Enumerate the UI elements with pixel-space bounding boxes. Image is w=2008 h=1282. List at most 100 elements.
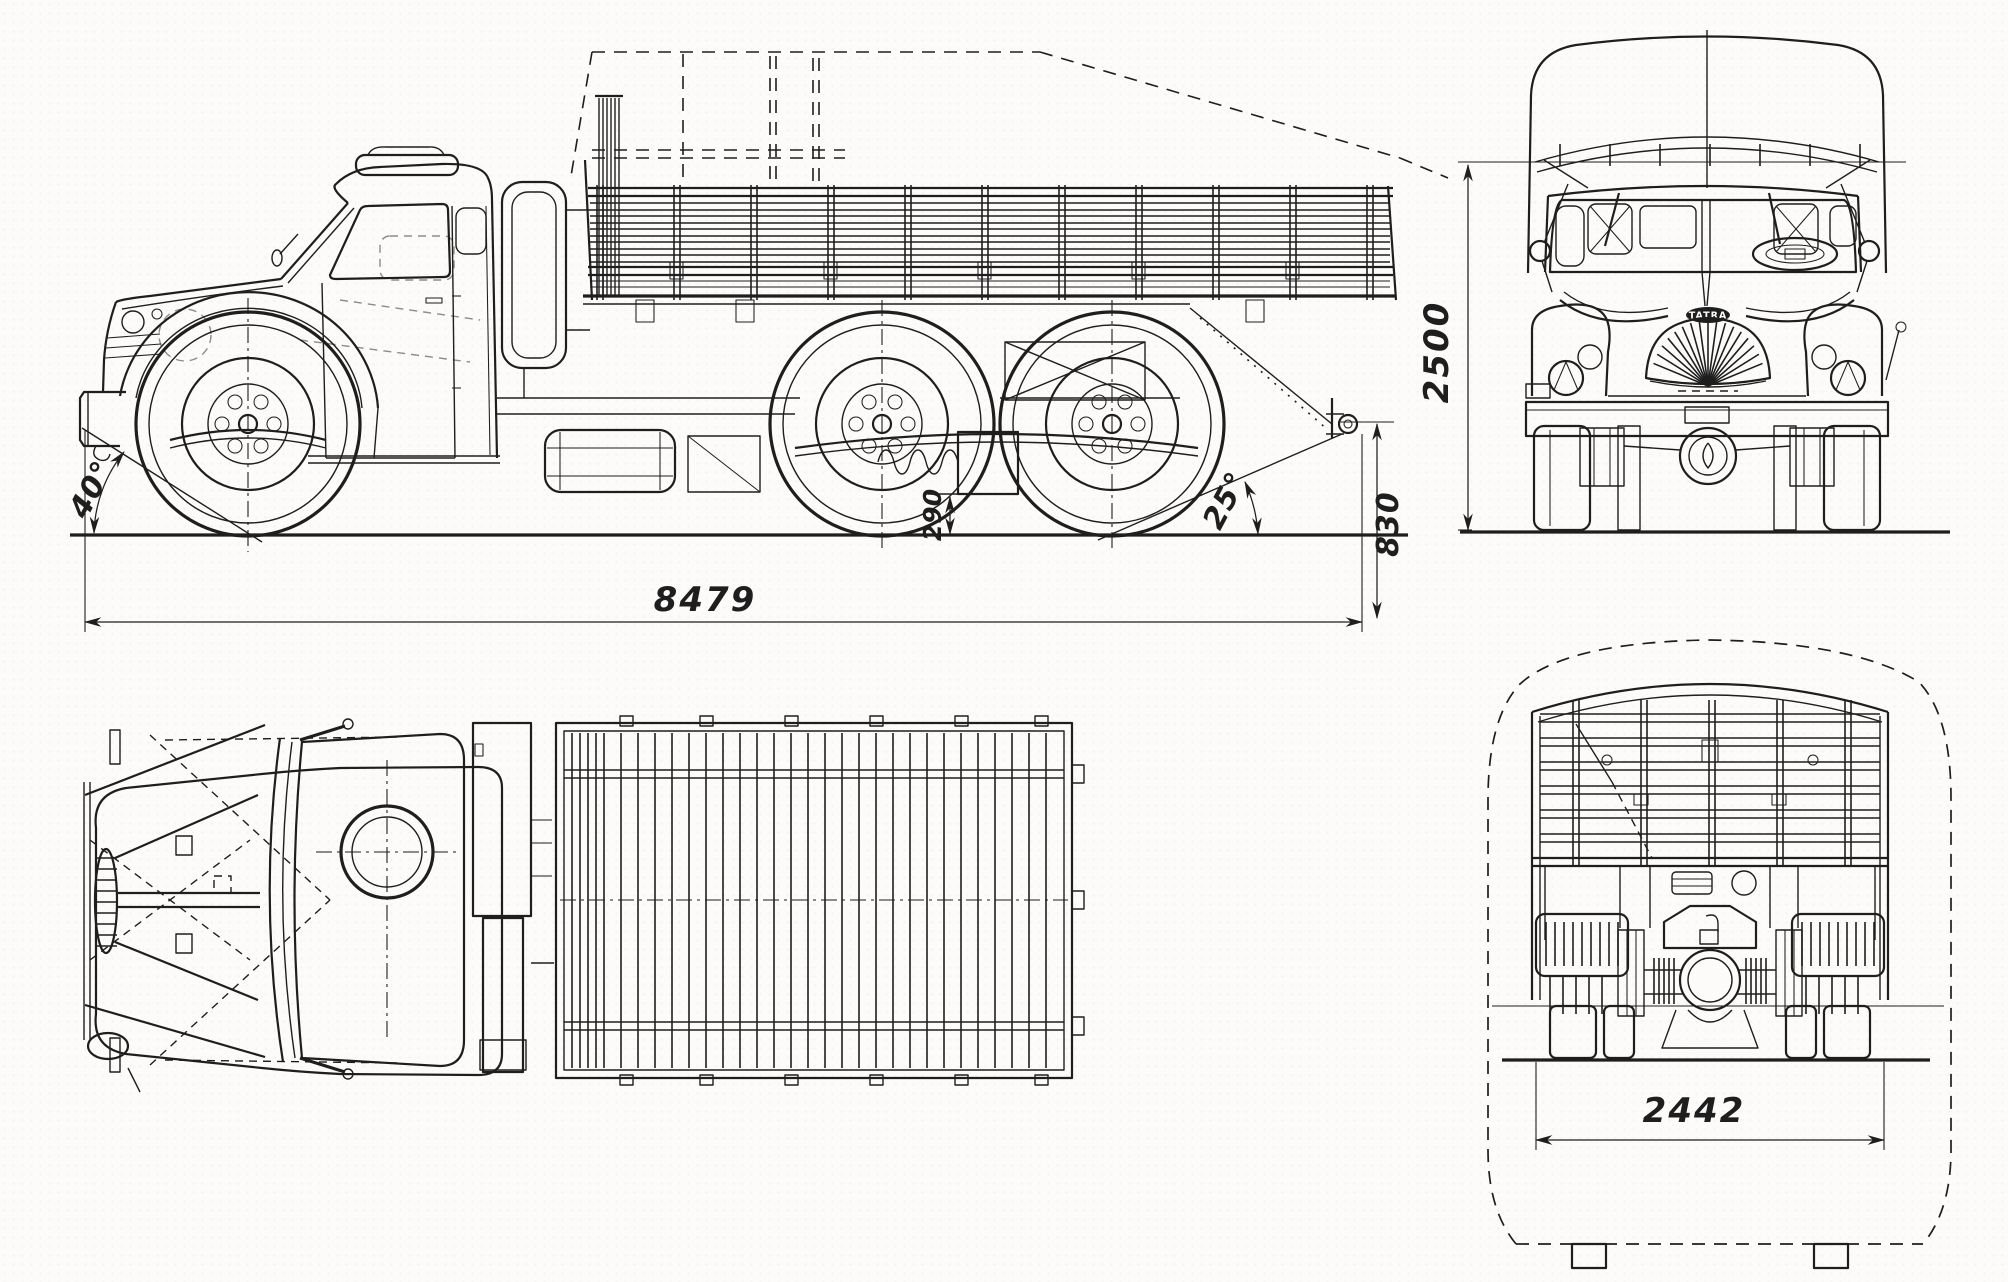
envelope-foot-left <box>1570 1242 1608 1270</box>
fender-teeth-right <box>1805 976 1859 1014</box>
rear-stake-posts <box>1572 700 1846 866</box>
rear-wheel-outer-right <box>1822 1004 1872 1060</box>
rear-fender-left <box>1534 912 1630 978</box>
front-bumper <box>78 390 126 448</box>
ujoint-boot-left <box>1653 958 1675 1004</box>
rear-view-body <box>1530 682 1890 1000</box>
tailgate-hinge <box>1071 764 1085 784</box>
top-view-cab <box>83 718 504 1093</box>
front-bumper-bar <box>1524 400 1890 438</box>
fuel-tank <box>543 428 677 494</box>
windshield-glass-left <box>1639 205 1697 249</box>
rear-lamp-icon <box>1731 870 1757 896</box>
tow-pin-housing <box>1678 426 1738 486</box>
front-wheel-right <box>1822 424 1882 532</box>
dim-overall-width: 2442 <box>1534 1062 1886 1150</box>
windshield-band <box>1548 198 1858 274</box>
bed-stakes <box>596 185 1368 300</box>
front-axle-group <box>1532 424 1882 532</box>
front-grille-shell <box>1644 316 1772 388</box>
wiper-right-icon <box>1767 192 1782 245</box>
dim-bogie-clearance: 290 <box>918 489 955 541</box>
axle-bowl <box>1662 904 1758 950</box>
grab-lever-right <box>1885 329 1900 381</box>
dim-rear-hook-height: 830 <box>1338 421 1406 620</box>
overall-height-value: 2500 <box>1417 301 1457 404</box>
windshield-plan-line <box>268 737 285 1063</box>
tailgate-hinge <box>1071 890 1085 910</box>
fender-pod-right <box>1803 303 1884 397</box>
front-view-cab <box>1528 183 1881 293</box>
top-view-spare-rack <box>471 721 554 1074</box>
mirror-left-icon <box>1528 239 1552 263</box>
cross-brace-frame <box>1004 341 1146 401</box>
parking-light-icon <box>151 308 163 320</box>
grille-plan <box>93 847 119 955</box>
differential-housing <box>1678 948 1742 1012</box>
overall-width-value: 2442 <box>1643 1091 1746 1131</box>
flex-pipe-coil <box>877 449 959 475</box>
envelope-foot-right <box>1812 1242 1850 1270</box>
mirror-right-icon <box>1857 239 1881 263</box>
front-view: TATRA <box>1417 30 1950 534</box>
bogie-leaf-spring <box>794 432 1199 450</box>
dim-overall-height: 2500 <box>1417 161 1906 532</box>
wiper-left-icon <box>1603 192 1621 247</box>
hub-plate-right <box>1775 929 1803 1017</box>
tarp-outline-dashed <box>569 51 1449 186</box>
step-bracket-left <box>1525 383 1551 399</box>
hub-plate-left <box>1617 929 1645 1017</box>
rear-wheels <box>1548 1004 1872 1060</box>
side-view: 8479 830 290 40° 25° <box>62 51 1449 632</box>
headlight-icon <box>121 310 145 334</box>
corner-glass-right <box>1829 205 1857 247</box>
front-fender-arc <box>118 291 380 409</box>
vent-pane-left <box>1587 203 1633 255</box>
rear-axle-group <box>1617 904 1803 1049</box>
door-handle <box>425 297 443 304</box>
corner-glass-left <box>1555 205 1585 267</box>
rear-wheel-2 <box>998 300 1226 552</box>
bed-slats <box>590 202 1390 256</box>
parking-light-right-icon <box>1811 344 1837 370</box>
cab-roof-plan <box>293 732 466 1068</box>
mirror-arm <box>279 233 299 255</box>
side-view-hood <box>78 277 380 462</box>
rear-fender-right <box>1790 912 1886 978</box>
front-wheel-left <box>1532 424 1592 532</box>
top-view <box>83 715 1085 1093</box>
side-view-chassis <box>169 299 1359 496</box>
mirror-icon <box>271 249 283 267</box>
rear-wheel-inner-right <box>1784 1004 1818 1060</box>
rear-view: 2442 <box>1487 639 1952 1270</box>
rear-wheel-inner-left <box>1602 1004 1636 1060</box>
rear-slats <box>1540 713 1880 835</box>
front-view-tarp <box>1526 30 1888 274</box>
front-leaf-spring <box>169 428 327 442</box>
front-wheel <box>134 298 362 552</box>
mirror-plan-bottom <box>299 1056 346 1074</box>
ujoint-boot-right <box>1745 958 1767 1004</box>
approach-angle-value: 40° <box>62 455 121 525</box>
tailgate-hinge <box>1071 1016 1085 1036</box>
rear-wheel-1 <box>768 300 996 552</box>
rear-hook-height-value: 830 <box>1371 491 1406 557</box>
tatra-badge-text: TATRA <box>1689 311 1728 322</box>
spring-shackle-left <box>1579 427 1625 487</box>
headlight-left-icon <box>1547 359 1585 397</box>
hidden-detail-lines <box>158 235 481 363</box>
steering-wheel-icon <box>1751 236 1839 272</box>
quarter-window <box>455 207 487 255</box>
front-view-hood: TATRA <box>1525 271 1907 399</box>
spare-wheel-rack <box>500 180 590 398</box>
side-view-cargo-bed <box>583 159 1398 305</box>
vent-pane-right <box>1773 203 1819 255</box>
side-view-cab <box>158 146 499 459</box>
license-plate <box>1684 406 1730 424</box>
overall-length-value: 8479 <box>654 580 757 620</box>
door-window <box>328 202 452 281</box>
top-view-bed <box>554 715 1085 1086</box>
rear-lamp-box <box>1671 871 1713 895</box>
bogie-clearance-value: 290 <box>918 489 947 541</box>
